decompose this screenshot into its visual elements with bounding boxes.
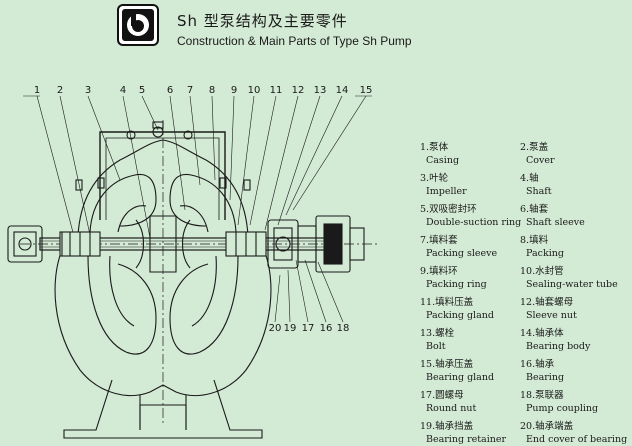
callout-number: 19 [283,323,297,334]
callout-number: 1 [33,85,41,96]
callout-number: 15 [359,85,373,96]
title-chinese: Sh 型泵结构及主要零件 [177,12,348,30]
callout-number: 8 [208,85,216,96]
callout-number: 4 [119,85,127,96]
callout-number: 18 [336,323,350,334]
callout-number: 6 [166,85,174,96]
callout-number: 13 [313,85,327,96]
callout-number: 11 [269,85,283,96]
callout-number: 3 [84,85,92,96]
brand-logo [117,4,159,46]
callout-number: 10 [247,85,261,96]
callout-number: 16 [319,323,333,334]
callout-number: 2 [56,85,64,96]
callout-number: 7 [186,85,194,96]
callout-number: 12 [291,85,305,96]
pump-cross-section-drawing [7,95,380,439]
callout-number: 17 [301,323,315,334]
callout-number: 14 [335,85,349,96]
title-english: Construction & Main Parts of Type Sh Pum… [177,34,412,48]
callout-number: 20 [268,323,282,334]
leader-lines [23,95,372,323]
callout-number: 9 [230,85,238,96]
callout-number: 5 [138,85,146,96]
